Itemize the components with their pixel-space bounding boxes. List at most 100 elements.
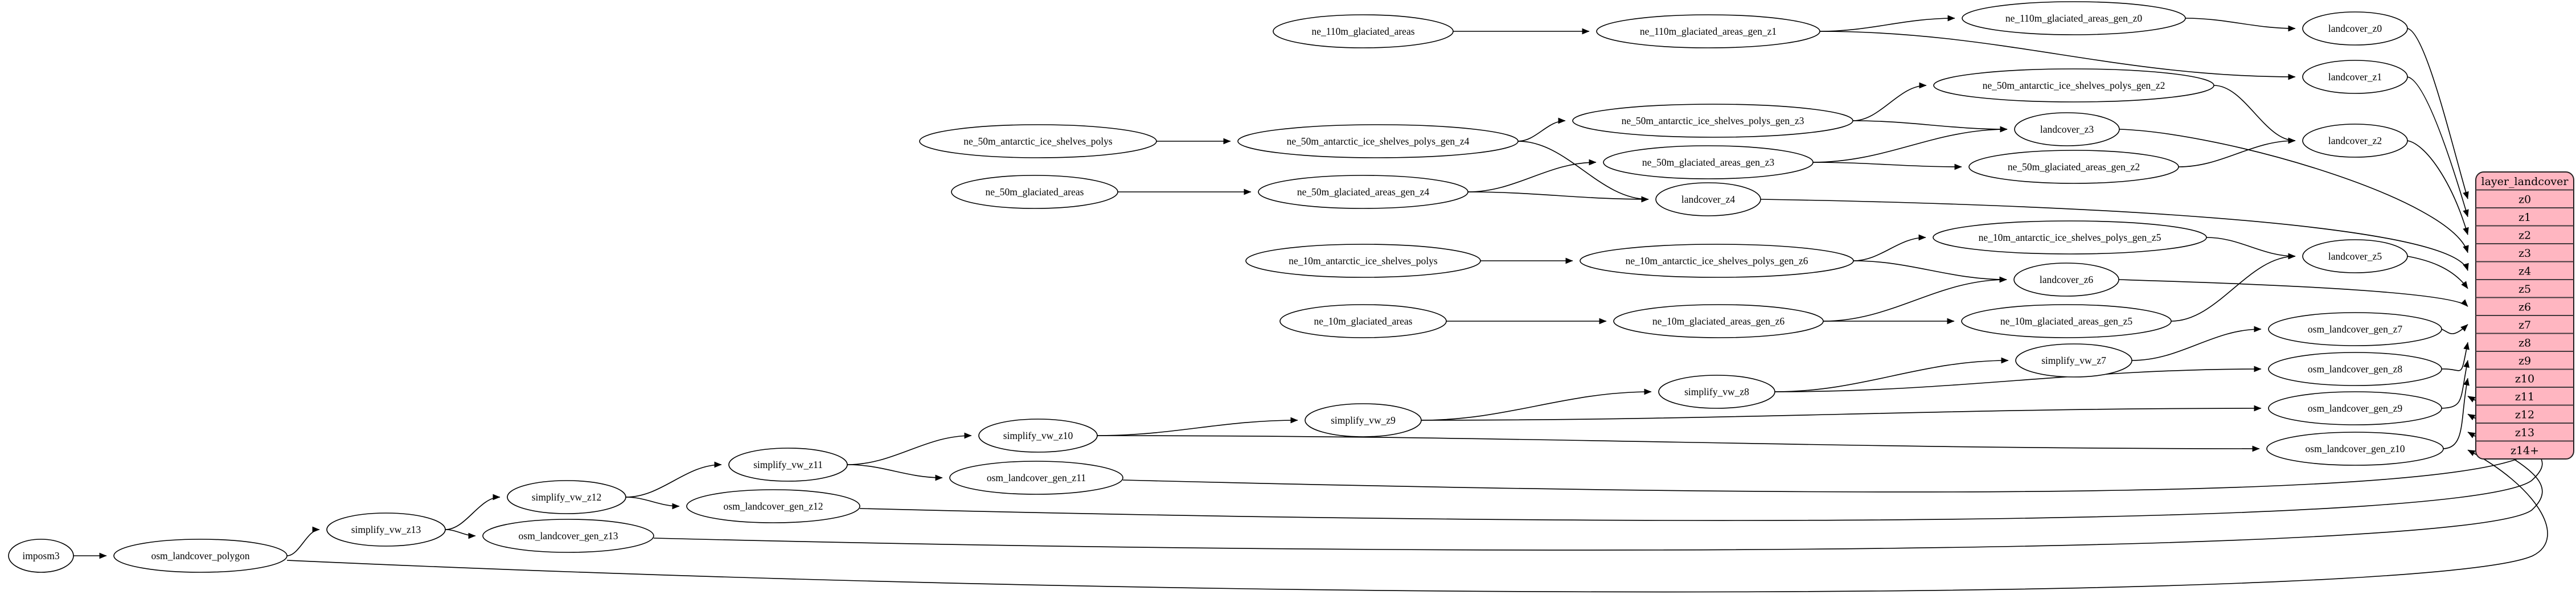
- table-row-z6: z6: [2518, 301, 2531, 313]
- table-layer-landcover: layer_landcoverz0z1z2z3z4z5z6z7z8z9z10z1…: [2475, 171, 2574, 460]
- node-ne_110m_glaciated_areas_gen_z1: ne_110m_glaciated_areas_gen_z1: [1596, 14, 1820, 48]
- node-simplify_vw_z9: simplify_vw_z9: [1305, 403, 1422, 437]
- node-label-osm_landcover_gen_z11: osm_landcover_gen_z11: [987, 472, 1086, 483]
- node-label-simplify_vw_z12: simplify_vw_z12: [532, 491, 602, 503]
- node-label-osm_landcover_polygon: osm_landcover_polygon: [151, 550, 249, 561]
- edge-osm_landcover_gen_z8-to-row-z8: [2441, 342, 2470, 371]
- table-row-z12: z12: [2515, 408, 2534, 421]
- table-row-z7: z7: [2518, 319, 2531, 331]
- node-label-simplify_vw_z9: simplify_vw_z9: [1331, 415, 1396, 426]
- node-label-ne_50m_antarctic_ice_shelves_polys_gen_z3: ne_50m_antarctic_ice_shelves_polys_gen_z…: [1622, 115, 1804, 126]
- table-row-z9: z9: [2518, 355, 2531, 367]
- table-row-z1: z1: [2518, 211, 2531, 224]
- node-label-ne_10m_antarctic_ice_shelves_polys_gen_z6: ne_10m_antarctic_ice_shelves_polys_gen_z…: [1626, 255, 1808, 266]
- node-ne_50m_glaciated_areas_gen_z2: ne_50m_glaciated_areas_gen_z2: [1968, 150, 2179, 184]
- edge-simplify_vw_z9-to-simplify_vw_z8: [1421, 388, 1652, 421]
- node-layer: imposm3 osm_landcover_polygon simplify_vw_…: [8, 1, 2574, 573]
- node-landcover_z1: landcover_z1: [2302, 60, 2408, 94]
- node-landcover_z0: landcover_z0: [2302, 11, 2408, 46]
- table-row-z2: z2: [2518, 229, 2531, 241]
- edge-ne_50m_antarctic_ice_shelves_polys_gen_z3-to-ne_50m_antarctic_ice_shelves_polys_gen_z2: [1852, 82, 1927, 121]
- node-ne_50m_antarctic_ice_shelves_polys_gen_z2: ne_50m_antarctic_ice_shelves_polys_gen_z…: [1933, 68, 2214, 102]
- table-row-z14+: z14+: [2511, 444, 2539, 457]
- edge-simplify_vw_z13-to-simplify_vw_z12: [445, 494, 501, 530]
- node-landcover_z3: landcover_z3: [2014, 112, 2120, 146]
- node-label-imposm3: imposm3: [22, 550, 59, 561]
- node-ne_110m_glaciated_areas_gen_z0: ne_110m_glaciated_areas_gen_z0: [1962, 1, 2186, 35]
- node-label-ne_10m_antarctic_ice_shelves_polys_gen_z5: ne_10m_antarctic_ice_shelves_polys_gen_z…: [1979, 232, 2161, 243]
- node-label-simplify_vw_z11: simplify_vw_z11: [753, 459, 823, 470]
- node-label-osm_landcover_gen_z10: osm_landcover_gen_z10: [2306, 443, 2405, 454]
- node-ne_50m_glaciated_areas_gen_z3: ne_50m_glaciated_areas_gen_z3: [1603, 145, 1814, 179]
- node-label-ne_50m_antarctic_ice_shelves_polys_gen_z2: ne_50m_antarctic_ice_shelves_polys_gen_z…: [1983, 80, 2165, 91]
- edge-simplify_vw_z8-to-simplify_vw_z7: [1774, 357, 2009, 392]
- node-simplify_vw_z12: simplify_vw_z12: [507, 480, 626, 514]
- edge-landcover_z4-to-row-z4: [1760, 199, 2469, 271]
- node-label-osm_landcover_gen_z7: osm_landcover_gen_z7: [2308, 323, 2402, 335]
- edge-ne_10m_glaciated_areas_gen_z6-to-landcover_z6: [1823, 276, 2007, 322]
- node-landcover_z4: landcover_z4: [1655, 182, 1761, 216]
- node-label-landcover_z6: landcover_z6: [2040, 274, 2094, 285]
- node-osm_landcover_gen_z11: osm_landcover_gen_z11: [949, 461, 1123, 495]
- node-ne_10m_glaciated_areas_gen_z6: ne_10m_glaciated_areas_gen_z6: [1613, 304, 1824, 338]
- edge-simplify_vw_z7-to-osm_landcover_gen_z7: [2131, 326, 2262, 361]
- node-osm_landcover_gen_z9: osm_landcover_gen_z9: [2268, 391, 2442, 425]
- edge-ne_50m_antarctic_ice_shelves_polys_gen_z4-to-ne_50m_antarctic_ice_shelves_polys_gen_z3: [1517, 117, 1566, 142]
- edge-landcover_z2-to-row-z2: [2407, 140, 2469, 235]
- node-ne_50m_glaciated_areas_gen_z4: ne_50m_glaciated_areas_gen_z4: [1258, 175, 1469, 209]
- edge-ne_110m_glaciated_areas_gen_z1-to-ne_110m_glaciated_areas_gen_z0: [1819, 15, 1955, 32]
- node-label-ne_50m_glaciated_areas_gen_z3: ne_50m_glaciated_areas_gen_z3: [1642, 157, 1775, 168]
- edge-simplify_vw_z11-to-simplify_vw_z10: [847, 432, 972, 465]
- table-row-z13: z13: [2515, 427, 2534, 439]
- node-label-ne_50m_glaciated_areas_gen_z2: ne_50m_glaciated_areas_gen_z2: [2008, 161, 2140, 173]
- node-landcover_z5: landcover_z5: [2302, 239, 2408, 273]
- node-label-ne_10m_glaciated_areas: ne_10m_glaciated_areas: [1314, 315, 1413, 327]
- node-label-ne_10m_glaciated_areas_gen_z6: ne_10m_glaciated_areas_gen_z6: [1652, 315, 1785, 327]
- node-ne_110m_glaciated_areas: ne_110m_glaciated_areas: [1273, 14, 1454, 48]
- edge-landcover_z1-to-row-z1: [2407, 76, 2469, 218]
- edge-simplify_vw_z8-to-osm_landcover_gen_z8: [1774, 366, 2262, 392]
- table-row-z4: z4: [2518, 265, 2531, 277]
- node-simplify_vw_z8: simplify_vw_z8: [1658, 375, 1775, 409]
- edge-ne_10m_antarctic_ice_shelves_polys_gen_z6-to-landcover_z6: [1853, 260, 2007, 283]
- edge-osm_landcover_polygon-to-simplify_vw_z13: [286, 526, 320, 556]
- edge-osm_landcover_gen_z12-to-row-z12: [859, 413, 2543, 521]
- node-label-landcover_z1: landcover_z1: [2328, 71, 2382, 83]
- node-label-ne_50m_antarctic_ice_shelves_polys_gen_z4: ne_50m_antarctic_ice_shelves_polys_gen_z…: [1287, 136, 1470, 147]
- node-ne_50m_antarctic_ice_shelves_polys: ne_50m_antarctic_ice_shelves_polys: [919, 124, 1157, 158]
- node-label-simplify_vw_z8: simplify_vw_z8: [1684, 386, 1749, 397]
- node-label-ne_50m_antarctic_ice_shelves_polys: ne_50m_antarctic_ice_shelves_polys: [963, 136, 1113, 147]
- edge-osm_landcover_gen_z13-to-row-z13: [653, 432, 2543, 551]
- table-row-z10: z10: [2515, 372, 2534, 385]
- edge-ne_50m_glaciated_areas_gen_z4-to-landcover_z4: [1467, 191, 1649, 203]
- edge-ne_110m_glaciated_areas_gen_z1-to-landcover_z1: [1819, 31, 2296, 80]
- node-simplify_vw_z13: simplify_vw_z13: [326, 512, 446, 547]
- node-label-simplify_vw_z10: simplify_vw_z10: [1003, 430, 1073, 441]
- edge-layer: [73, 15, 2548, 593]
- edge-ne_50m_glaciated_areas_gen_z4-to-ne_50m_glaciated_areas_gen_z3: [1467, 159, 1597, 192]
- edge-ne_10m_antarctic_ice_shelves_polys_gen_z5-to-landcover_z5: [2206, 237, 2296, 260]
- edge-simplify_vw_z13-to-osm_landcover_gen_z13: [445, 529, 476, 539]
- table-row-z8: z8: [2518, 337, 2531, 349]
- node-label-landcover_z3: landcover_z3: [2040, 124, 2094, 135]
- edge-simplify_vw_z12-to-osm_landcover_gen_z12: [625, 497, 680, 510]
- table-row-z3: z3: [2518, 247, 2531, 260]
- edge-landcover_z5-to-row-z5: [2407, 256, 2468, 289]
- node-simplify_vw_z10: simplify_vw_z10: [978, 419, 1098, 453]
- node-ne_50m_glaciated_areas: ne_50m_glaciated_areas: [951, 175, 1118, 209]
- node-label-ne_10m_glaciated_areas_gen_z5: ne_10m_glaciated_areas_gen_z5: [2000, 315, 2133, 327]
- node-label-osm_landcover_gen_z12: osm_landcover_gen_z12: [724, 501, 823, 512]
- node-label-ne_110m_glaciated_areas: ne_110m_glaciated_areas: [1311, 26, 1414, 37]
- node-label-osm_landcover_gen_z8: osm_landcover_gen_z8: [2308, 363, 2402, 375]
- node-label-ne_50m_glaciated_areas: ne_50m_glaciated_areas: [986, 186, 1084, 198]
- edge-osm_landcover_gen_z9-to-row-z9: [2441, 360, 2470, 409]
- node-label-simplify_vw_z7: simplify_vw_z7: [2041, 355, 2106, 366]
- table-row-z11: z11: [2515, 391, 2534, 403]
- table-row-z0: z0: [2518, 193, 2531, 206]
- edge-osm_landcover_gen_z7-to-row-z7: [2441, 324, 2468, 334]
- node-ne_10m_antarctic_ice_shelves_polys: ne_10m_antarctic_ice_shelves_polys: [1245, 244, 1481, 278]
- node-osm_landcover_polygon: osm_landcover_polygon: [113, 539, 288, 573]
- edge-simplify_vw_z11-to-osm_landcover_gen_z11: [847, 464, 943, 481]
